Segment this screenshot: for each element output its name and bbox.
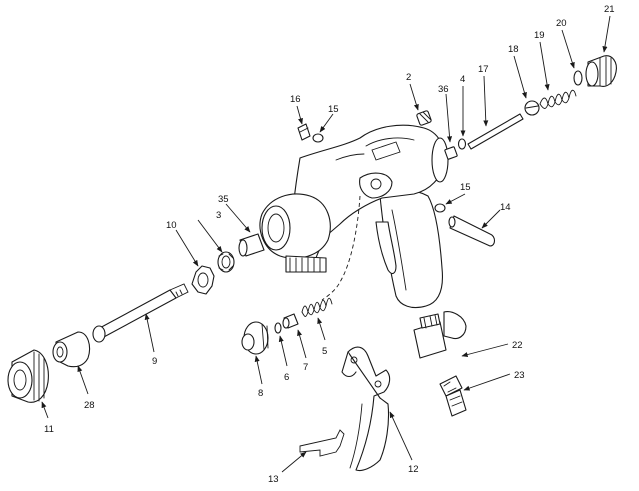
part-17 [467, 113, 524, 150]
part-4 [457, 138, 467, 150]
callout-28: 28 [84, 400, 95, 411]
callout-20: 20 [556, 18, 567, 29]
callout-12: 12 [408, 464, 419, 475]
gun-body [259, 124, 449, 309]
part-9 [92, 283, 189, 343]
callout-22: 22 [512, 340, 523, 351]
part-16 [297, 123, 311, 141]
part-19 [539, 89, 577, 109]
callout-36: 36 [438, 84, 449, 95]
callout-6: 6 [284, 372, 289, 383]
part-7 [282, 313, 299, 329]
part-20 [573, 70, 583, 86]
part-5 [301, 297, 333, 317]
callout-15-lower: 15 [460, 182, 471, 193]
part-13 [299, 429, 345, 457]
callout-23: 23 [514, 370, 525, 381]
leader-lines [41, 15, 611, 473]
part-22 [413, 311, 467, 359]
callout-9: 9 [152, 356, 157, 367]
callout-15-upper: 15 [328, 104, 339, 115]
callout-19: 19 [534, 30, 545, 41]
callout-16: 16 [290, 94, 301, 105]
callout-3: 3 [216, 210, 221, 221]
callout-10: 10 [166, 220, 177, 231]
part-36 [444, 146, 458, 160]
callout-2: 2 [406, 72, 411, 83]
part-8 [241, 321, 269, 355]
callout-5: 5 [322, 346, 327, 357]
part-18 [524, 100, 540, 116]
part-3 [217, 251, 235, 273]
part-28 [52, 331, 91, 368]
callout-14: 14 [500, 202, 511, 213]
callout-35: 35 [218, 194, 229, 205]
part-6 [274, 322, 282, 334]
part-15-lower [434, 203, 446, 213]
callout-21: 21 [604, 4, 615, 15]
callout-8: 8 [258, 388, 263, 399]
callout-labels: 2 3 4 5 6 7 8 9 10 11 12 13 14 15 15 16 … [44, 4, 615, 485]
callout-4: 4 [460, 74, 465, 85]
callout-13: 13 [268, 474, 279, 485]
callout-11: 11 [44, 424, 54, 435]
part-14 [448, 215, 496, 247]
part-23 [439, 375, 467, 417]
part-15-upper [312, 133, 324, 143]
callout-17: 17 [478, 64, 489, 75]
callout-18: 18 [508, 44, 519, 55]
part-2 [416, 110, 432, 126]
callout-7: 7 [303, 362, 308, 373]
part-12 [341, 346, 391, 472]
part-10 [191, 265, 215, 295]
part-35 [238, 233, 265, 257]
part-21 [585, 55, 617, 87]
part-11 [7, 349, 49, 403]
